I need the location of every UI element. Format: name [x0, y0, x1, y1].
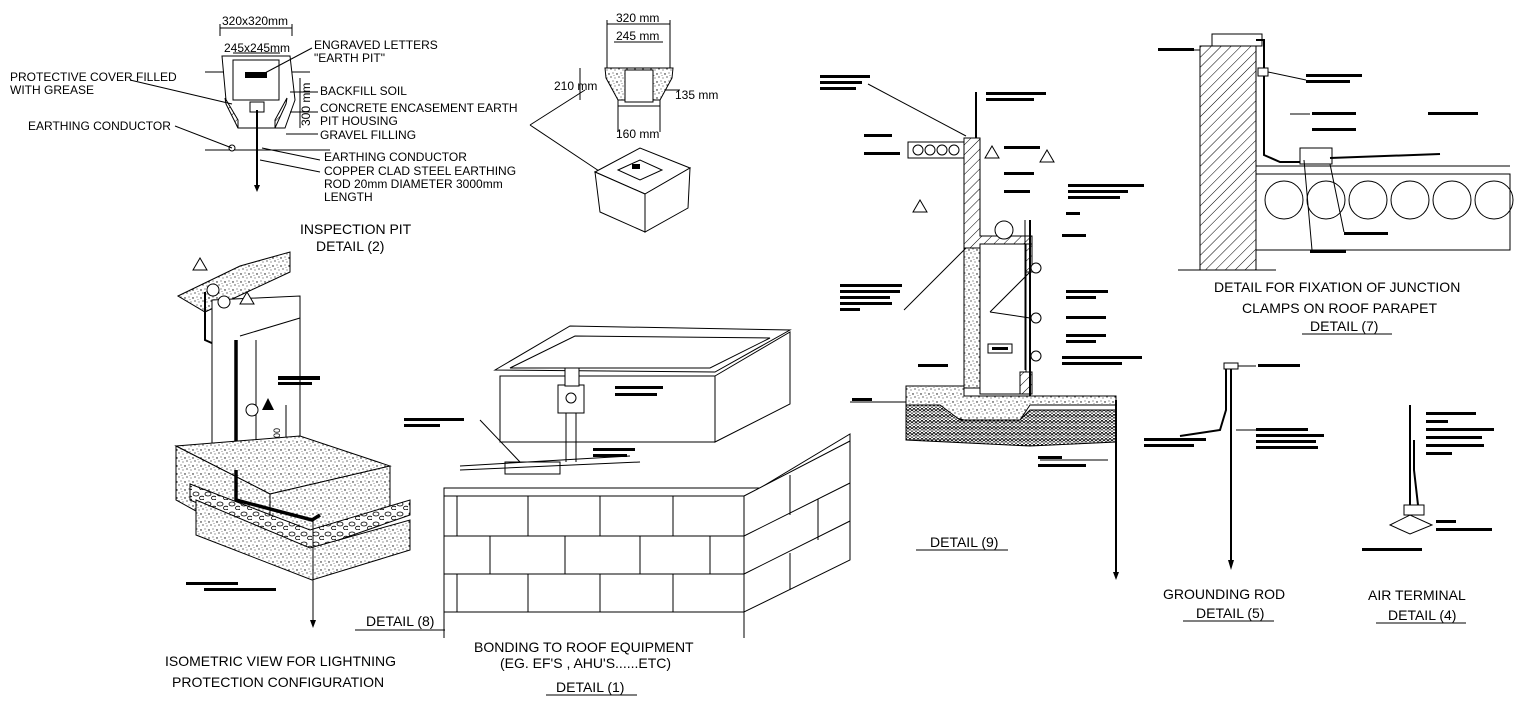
caption-grounding-rod: GROUNDING ROD	[1163, 586, 1285, 602]
caption-parapet-1: DETAIL FOR FIXATION OF JUNCTION	[1214, 279, 1460, 295]
dim-320x320: 320x320mm	[222, 14, 288, 28]
dim-210mm: 210 mm	[554, 79, 597, 93]
grounding-rod-detail: GROUNDING ROD DETAIL (5)	[1144, 362, 1324, 622]
caption-detail-9: DETAIL (9)	[930, 534, 998, 550]
caption-isometric-2: PROTECTION CONFIGURATION	[172, 674, 384, 690]
dim-245mm: 245 mm	[616, 29, 659, 43]
caption-detail-4: DETAIL (4)	[1388, 607, 1456, 623]
section-detail-9: DETAIL (9)	[820, 75, 1144, 580]
caption-bonding-eg: (EG. EF'S , AHU'S......ETC)	[500, 655, 671, 671]
dim-135mm: 135 mm	[675, 88, 718, 102]
caption-bonding-roof: BONDING TO ROOF EQUIPMENT	[474, 639, 694, 655]
caption-detail-8: DETAIL (8)	[366, 613, 434, 629]
pit-section-detail: 320 mm 245 mm 210 mm 135 mm 160 mm	[529, 11, 718, 233]
label-earthing-conductor: EARTHING CONDUCTOR	[324, 150, 467, 164]
caption-detail-7: DETAIL (7)	[1310, 318, 1378, 334]
label-pit-housing: PIT HOUSING	[320, 114, 398, 128]
label-backfill-soil: BACKFILL SOIL	[320, 84, 407, 98]
caption-isometric-1: ISOMETRIC VIEW FOR LIGHTNING	[165, 653, 396, 669]
caption-air-terminal: AIR TERMINAL	[1368, 587, 1466, 603]
dim-300mm: 300 mm	[299, 83, 313, 126]
caption-inspection-pit: INSPECTION PIT	[300, 221, 412, 237]
label-engraved-letters: ENGRAVED LETTERS	[314, 38, 438, 52]
label-gravel-filling: GRAVEL FILLING	[320, 128, 416, 142]
roof-equipment-detail: BONDING TO ROOF EQUIPMENT (EG. EF'S , AH…	[404, 325, 851, 696]
label-earth-pit: "EARTH PIT"	[314, 51, 385, 65]
dim-160mm: 160 mm	[616, 127, 659, 141]
label-copper-rod-2: ROD 20mm DIAMETER 3000mm	[324, 177, 503, 191]
label-concrete-encasement: CONCRETE ENCASEMENT EARTH	[320, 101, 518, 115]
air-terminal-detail: AIR TERMINAL DETAIL (4)	[1362, 405, 1494, 624]
label-protective-cover: PROTECTIVE COVER FILLED	[10, 70, 177, 84]
caption-detail-1: DETAIL (1)	[556, 679, 624, 695]
label-copper-rod-3: LENGTH	[324, 190, 373, 204]
inspection-pit-detail: 320x320mm 245x245mm 300 mm ENGRAVED LETT…	[10, 14, 518, 254]
caption-detail-2: DETAIL (2)	[316, 238, 384, 254]
label-copper-rod-1: COPPER CLAD STEEL EARTHING	[324, 164, 516, 178]
caption-parapet-2: CLAMPS ON ROOF PARAPET	[1242, 300, 1437, 316]
caption-detail-5: DETAIL (5)	[1196, 605, 1264, 621]
label-with-grease: WITH GREASE	[10, 83, 94, 97]
parapet-junction-detail: DETAIL FOR FIXATION OF JUNCTION CLAMPS O…	[1158, 33, 1514, 335]
dim-245x245: 245x245mm	[224, 41, 290, 55]
dim-320mm: 320 mm	[616, 11, 659, 25]
isometric-lightning-detail: 1500 DETAIL (8) ISOMETRIC VIEW FOR LIGHT…	[165, 251, 445, 690]
label-earthing-conductor-left: EARTHING CONDUCTOR	[28, 119, 171, 133]
